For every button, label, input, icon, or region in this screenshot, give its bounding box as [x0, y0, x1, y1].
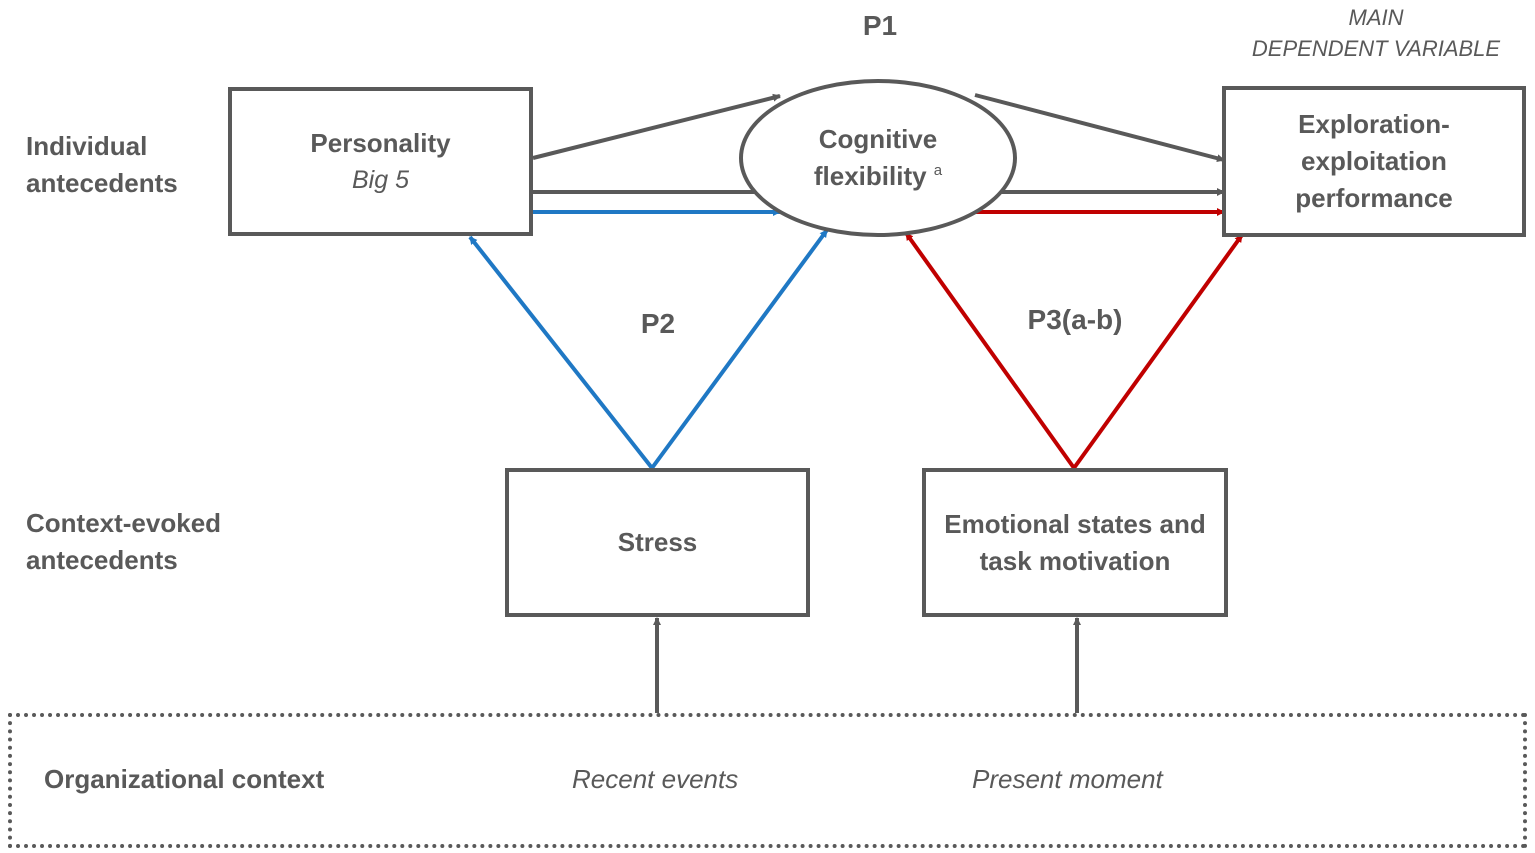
arrow-stress-to-personality [468, 235, 654, 470]
arrow-personality-to-cognitive-upper [532, 93, 781, 160]
emotional-line2: task motivation [979, 545, 1171, 576]
individual-antecedents-line2: antecedents [26, 168, 178, 198]
context-evoked-antecedents-line2: antecedents [26, 545, 178, 575]
context-evoked-antecedents-line1: Context-evoked [26, 508, 222, 538]
emotional-states-box: Emotional states and task motivation [922, 468, 1228, 617]
proposition-p1: P1 [862, 10, 898, 41]
main-dv-line1: MAIN [1348, 5, 1404, 30]
exploration-line2: exploitation [1301, 146, 1447, 176]
cognitive-line1: Cognitive [818, 124, 938, 154]
organizational-context-title: Organizational context [44, 764, 325, 794]
arrow-emotional-to-exploration [1072, 233, 1244, 470]
exploration-performance-box: Exploration- exploitation performance [1222, 86, 1526, 237]
main-dv-line2: DEPENDENT VARIABLE [1251, 36, 1501, 61]
cognitive-flexibility-ellipse: Cognitive flexibility a [739, 79, 1017, 237]
arrow-cognitive-to-exploration-upper [974, 93, 1225, 163]
personality-subtitle: Big 5 [352, 165, 409, 194]
proposition-p2: P2 [640, 308, 676, 339]
stress-title: Stress [617, 527, 698, 557]
individual-antecedents-label: Individual antecedents [26, 128, 178, 202]
main-dependent-variable-note: MAIN DEPENDENT VARIABLE [1240, 2, 1512, 64]
present-moment-label: Present moment [972, 764, 1163, 794]
exploration-line3: performance [1295, 183, 1453, 213]
recent-events-label: Recent events [572, 764, 739, 794]
personality-title: Personality [310, 127, 451, 158]
organizational-context-box [8, 713, 1527, 848]
arrow-stress-to-cognitive [650, 228, 829, 470]
cognitive-line2-wrap: flexibility a [814, 158, 942, 195]
context-evoked-antecedents-label: Context-evoked antecedents [26, 505, 221, 579]
personality-box: Personality Big 5 [228, 87, 533, 236]
proposition-p3: P3(a-b) [1027, 304, 1123, 335]
individual-antecedents-line1: Individual [26, 131, 148, 161]
cognitive-line2: flexibility [813, 161, 927, 191]
emotional-line1: Emotional states and [944, 508, 1206, 539]
stress-box: Stress [505, 468, 810, 617]
cognitive-superscript: a [933, 162, 943, 179]
arrow-emotional-to-cognitive [904, 231, 1076, 470]
exploration-line1: Exploration- [1298, 109, 1450, 139]
